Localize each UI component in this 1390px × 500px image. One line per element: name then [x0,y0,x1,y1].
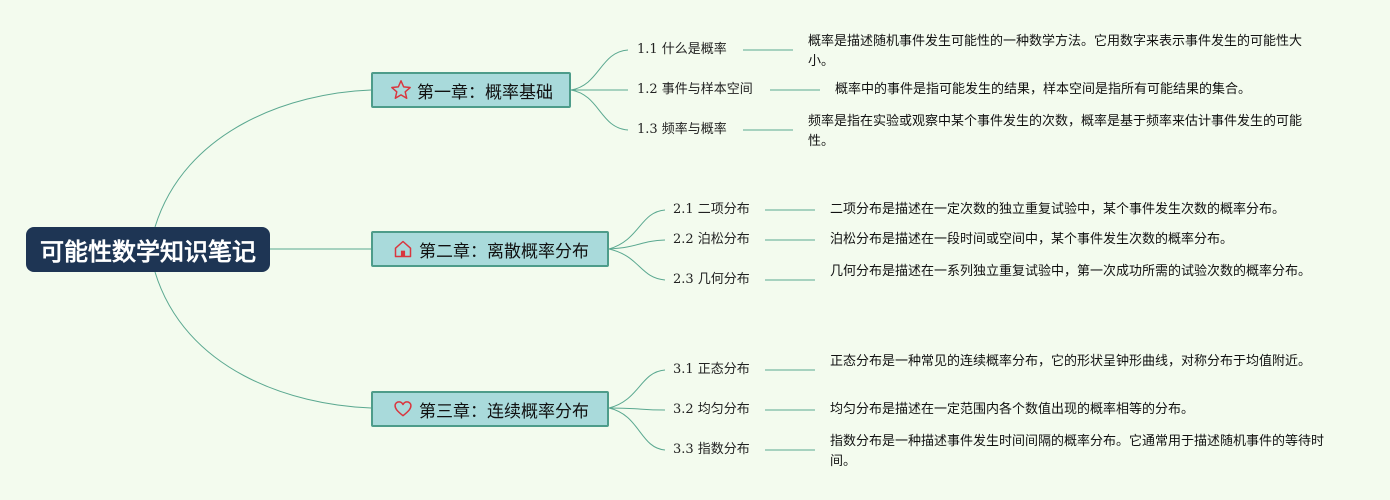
topic-description-2-2: 泊松分布是描述在一段时间或空间中，某个事件发生次数的概率分布。 [830,232,1234,247]
topic-description-1-3: 频率是指在实验或观察中某个事件发生的次数，概率是基于频率来估计事件发生的可能性。 [808,114,1303,149]
chapter-node-3[interactable]: 第三章：连续概率分布 [371,391,609,427]
connector-root-chapter-1 [154,89,372,228]
topic-label-2-3[interactable]: 2.3 几何分布 [673,272,750,287]
topic-label-3-1[interactable]: 3.1 正态分布 [673,362,750,377]
chapter-title: 第一章：概率基础 [417,82,553,103]
connector-ch2-topic-1 [608,209,666,250]
connector-ch3-topic-1 [608,369,666,409]
topic-description-1-1: 概率是描述随机事件发生可能性的一种数学方法。它用数字来表示事件发生的可能性大小。 [808,34,1303,69]
topic-description-2-1: 二项分布是描述在一定次数的独立重复试验中，某个事件发生次数的概率分布。 [830,202,1286,217]
connector-ch1-topic-1 [570,49,629,91]
topic-label-2-2[interactable]: 2.2 泊松分布 [673,232,750,247]
topic-label-3-2[interactable]: 3.2 均匀分布 [673,402,750,417]
root-title: 可能性数学知识笔记 [40,238,256,266]
topic-description-3-1: 正态分布是一种常见的连续概率分布，它的形状呈钟形曲线，对称分布于均值附近。 [830,354,1312,369]
topic-description-2-3: 几何分布是描述在一系列独立重复试验中，第一次成功所需的试验次数的概率分布。 [830,264,1312,279]
root-node[interactable]: 可能性数学知识笔记 [26,227,270,272]
home-icon [391,237,415,261]
chapter-title: 第三章：连续概率分布 [419,401,589,422]
topic-description-3-2: 均匀分布是描述在一定范围内各个数值出现的概率相等的分布。 [830,402,1195,417]
topic-label-3-3[interactable]: 3.3 指数分布 [673,442,750,457]
connector-ch2-topic-3 [608,248,666,281]
chapter-node-1[interactable]: 第一章：概率基础 [371,72,571,108]
connector-root-chapter-3 [154,271,372,409]
connector-ch2-topic-2 [608,239,666,250]
chapter-node-2[interactable]: 第二章：离散概率分布 [371,231,609,267]
topic-label-2-1[interactable]: 2.1 二项分布 [673,202,750,217]
connector-ch3-topic-2 [608,407,666,411]
topic-description-1-2: 概率中的事件是指可能发生的结果，样本空间是指所有可能结果的集合。 [835,82,1252,97]
topic-description-3-3: 指数分布是一种描述事件发生时间间隔的概率分布。它通常用于描述随机事件的等待时间。 [830,434,1325,469]
heart-icon [391,397,415,421]
topic-label-1-1[interactable]: 1.1 什么是概率 [637,42,727,57]
star-icon [389,78,413,102]
connector-ch1-topic-3 [570,89,629,131]
connector-ch3-topic-3 [608,407,666,451]
topic-label-1-2[interactable]: 1.2 事件与样本空间 [637,82,753,97]
chapter-title: 第二章：离散概率分布 [419,241,589,262]
topic-label-1-3[interactable]: 1.3 频率与概率 [637,122,727,137]
